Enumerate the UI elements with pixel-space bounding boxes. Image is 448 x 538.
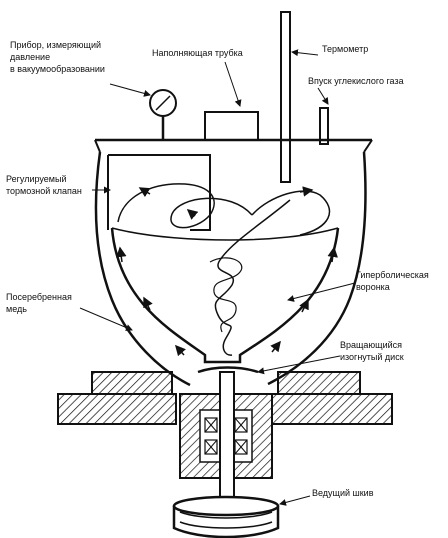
svg-text:тормозной клапан: тормозной клапан [6,186,82,196]
label-drive-shaft: Ведущий шкив [312,488,374,498]
label-filling-tube: Наполняющая трубка [152,48,243,58]
hyperbolic-funnel [110,227,340,364]
flow-swirls [117,183,331,356]
valve-box [107,154,211,231]
label-valve-line-1: Регулируемый [6,174,66,184]
svg-text:Прибор, измеряющий: Прибор, измеряющий [10,40,101,50]
flow-arrows [116,246,338,357]
pressure-gauge [149,89,177,140]
svg-text:в вакуумообразовании: в вакуумообразовании [10,64,105,74]
outer-vessel [94,151,367,387]
label-gas-inlet: Впуск углекислого газа [308,76,404,86]
label-gauge: Прибор, измеряющий давление в вакуумообр… [10,40,105,74]
label-disk-line-2: изогнутый диск [340,352,404,362]
filling-tube-box [204,111,259,140]
vessel-lid [94,138,373,153]
label-valve: Регулируемый тормозной клапан [6,174,82,196]
label-thermometer: Термометр [322,44,368,54]
drive-shaft [219,371,235,503]
gas-inlet-pipe [319,107,329,145]
label-gauge-line-3: в вакуумообразовании [10,64,105,74]
label-gauge-line-2: давление [10,52,50,62]
svg-text:Гиперболическая: Гиперболическая [356,270,429,280]
svg-text:Регулируемый: Регулируемый [6,174,66,184]
label-copper-line-1: Посеребренная [6,292,72,302]
label-copper-line-2: медь [6,304,27,314]
drive-pulley [172,495,280,538]
label-hyperbolic-funnel: Гиперболическая воронка [356,270,429,292]
label-rotating-disk: Вращающийся изогнутый диск [340,340,404,362]
svg-text:давление: давление [10,52,50,62]
thermometer-tube [280,11,291,183]
label-silvered-copper: Посеребренная медь [6,292,72,314]
svg-text:медь: медь [6,304,27,314]
leader-lines [79,49,356,506]
svg-text:Вращающийся: Вращающийся [340,340,402,350]
rotating-disk [197,366,259,374]
svg-text:Посеребренная: Посеребренная [6,292,72,302]
base-plate [57,371,393,425]
label-valve-line-2: тормозной клапан [6,186,82,196]
svg-text:изогнутый диск: изогнутый диск [340,352,404,362]
label-funnel-line-2: воронка [356,282,390,292]
label-disk-line-1: Вращающийся [340,340,402,350]
label-funnel-line-1: Гиперболическая [356,270,429,280]
label-gauge-line-1: Прибор, измеряющий [10,40,101,50]
svg-text:воронка: воронка [356,282,390,292]
